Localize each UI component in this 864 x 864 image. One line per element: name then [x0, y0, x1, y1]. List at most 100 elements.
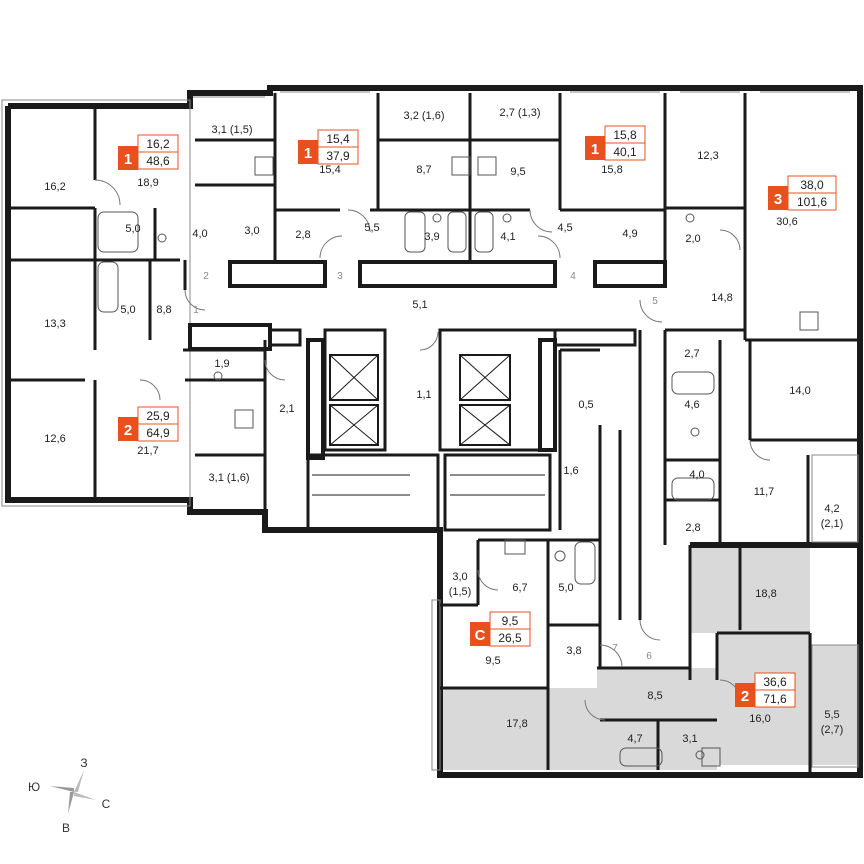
apartment-rooms: 1	[304, 145, 312, 162]
room-area: 11,7	[754, 486, 775, 498]
room-area: 4,5	[557, 222, 572, 234]
room-area: 30,6	[776, 216, 797, 228]
room-area: 3,1 (1,6)	[209, 472, 250, 484]
apartment-living-area: 36,6	[763, 675, 787, 689]
room-area-labels: 16,2 18,9 3,1 (1,5) 5,0 4,0 3,0 15,4 2,8…	[44, 107, 843, 745]
apartment-living-area: 9,5	[502, 614, 519, 628]
room-area: 0,5	[578, 399, 593, 411]
apartment-rooms: 2	[124, 422, 132, 439]
door-number: 2	[203, 271, 209, 282]
room-area: 3,1 (1,5)	[212, 124, 253, 136]
apartment-badge-studio[interactable]: С 9,5 26,5	[470, 611, 531, 647]
door-number: 7	[612, 643, 618, 654]
door-swings	[94, 179, 771, 721]
apartment-total-area: 101,6	[797, 195, 827, 209]
room-area: 2,7	[684, 348, 699, 360]
room-area: 8,7	[416, 164, 431, 176]
apartment-total-area: 71,6	[763, 692, 787, 706]
room-area: 18,8	[755, 588, 776, 600]
room-area: 6,7	[512, 582, 527, 594]
compass-south-label: В	[62, 821, 70, 835]
room-area: 4,0	[689, 469, 704, 481]
apartment-total-area: 37,9	[326, 149, 350, 163]
door-number: 6	[646, 651, 652, 662]
inner-walls	[10, 93, 860, 775]
room-area: 15,8	[601, 164, 622, 176]
room-area: 9,5	[510, 166, 525, 178]
apartment-rooms: 2	[741, 688, 749, 705]
door-number: 5	[652, 296, 658, 307]
room-area: 4,9	[622, 228, 637, 240]
room-area: 16,0	[749, 713, 770, 725]
room-area: 4,0	[192, 228, 207, 240]
room-area: (2,1)	[821, 518, 844, 530]
room-area: 8,8	[156, 304, 171, 316]
apartment-badge-3[interactable]: 3 38,0 101,6	[768, 175, 837, 211]
room-area: (1,5)	[449, 586, 472, 598]
room-area: 16,2	[44, 181, 65, 193]
room-area: 12,6	[44, 433, 65, 445]
room-area: 14,8	[711, 292, 732, 304]
room-area: 2,7 (1,3)	[500, 107, 541, 119]
apartment-total-area: 40,1	[613, 145, 637, 159]
apartment-total-area: 64,9	[146, 426, 170, 440]
room-area: 14,0	[789, 385, 810, 397]
compass-rose: З С В Ю	[28, 756, 111, 835]
room-area: 15,4	[319, 164, 340, 176]
compass-east-label: С	[102, 797, 111, 811]
apartment-badge-1a[interactable]: 1 16,2 48,6	[118, 134, 179, 170]
building-core	[188, 260, 667, 532]
room-area: 3,0	[244, 225, 259, 237]
fixtures	[97, 156, 819, 767]
room-area: 4,2	[824, 503, 839, 515]
door-number: 1	[193, 305, 199, 316]
room-area: 1,6	[563, 465, 578, 477]
room-area: 9,5	[485, 655, 500, 667]
apartment-living-area: 25,9	[146, 409, 170, 423]
room-area: 1,9	[214, 358, 229, 370]
door-number: 3	[337, 271, 343, 282]
room-area: 3,1	[682, 733, 697, 745]
room-area: 12,3	[697, 150, 718, 162]
room-area: 21,7	[137, 445, 158, 457]
room-area: 5,0	[125, 223, 140, 235]
room-area: 2,8	[685, 522, 700, 534]
room-area: 3,2 (1,6)	[404, 110, 445, 122]
room-area: 5,5	[364, 222, 379, 234]
room-area: 18,9	[137, 177, 158, 189]
room-area: 3,8	[566, 645, 581, 657]
room-area: 2,1	[279, 403, 294, 415]
apartment-total-area: 26,5	[498, 631, 522, 645]
apartment-badge-1c[interactable]: 1 15,8 40,1	[585, 125, 646, 161]
apartment-total-area: 48,6	[146, 154, 170, 168]
room-area: 17,8	[506, 718, 527, 730]
room-area: 5,0	[120, 304, 135, 316]
room-area: 2,8	[295, 229, 310, 241]
apartment-rooms: 1	[591, 141, 599, 158]
door-number: 4	[570, 271, 576, 282]
apartment-living-area: 15,8	[613, 128, 637, 142]
compass-north-label: З	[80, 756, 87, 770]
room-area: 13,3	[44, 318, 65, 330]
room-area: 2,0	[685, 233, 700, 245]
room-area: 4,6	[684, 399, 699, 411]
apartment-badge-2b[interactable]: 2 36,6 71,6	[735, 672, 796, 708]
room-area: 8,5	[647, 690, 662, 702]
room-area: 5,0	[558, 582, 573, 594]
apartment-living-area: 16,2	[146, 137, 170, 151]
door-numbers: 1 2 3 4 5 6 7	[193, 271, 658, 662]
room-area: 4,7	[627, 733, 642, 745]
room-area: (2,7)	[821, 724, 844, 736]
room-area: 3,9	[424, 231, 439, 243]
room-area: 5,5	[824, 709, 839, 721]
room-area: 4,1	[500, 231, 515, 243]
apartment-badge-1b[interactable]: 1 15,4 37,9	[298, 129, 359, 165]
apartment-badge-2a[interactable]: 2 25,9 64,9	[118, 406, 179, 442]
room-area: 1,1	[416, 389, 431, 401]
apartment-rooms: 1	[124, 151, 132, 168]
compass-west-label: Ю	[28, 780, 40, 794]
apartment-living-area: 38,0	[800, 178, 824, 192]
room-area: 3,0	[452, 571, 467, 583]
apartment-living-area: 15,4	[326, 132, 350, 146]
